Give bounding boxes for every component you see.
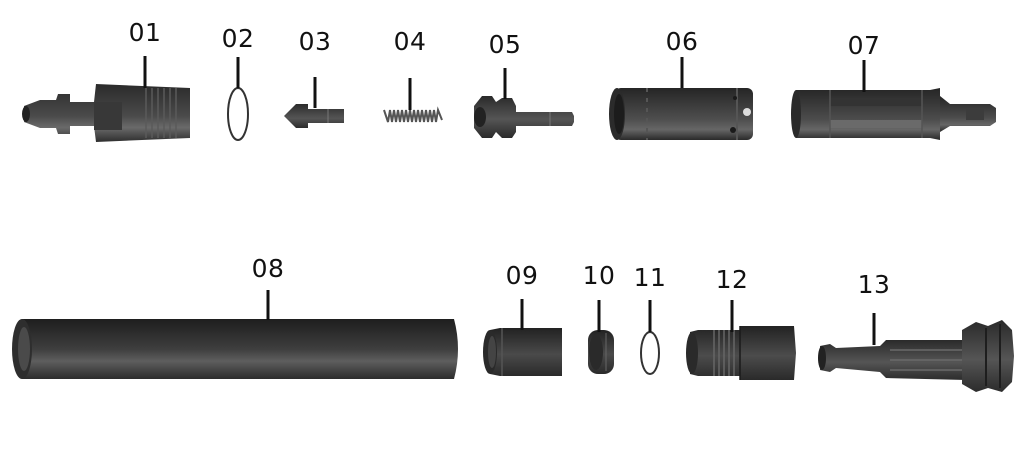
leader-line-11: [648, 300, 652, 332]
leader-line-03: [313, 77, 317, 108]
leader-line-06: [680, 57, 684, 88]
part-07-piston: [790, 86, 1002, 142]
check-valve-shape-icon: [284, 104, 344, 128]
part-13-drill-bit: [816, 316, 1016, 396]
part-label-06: 06: [665, 27, 699, 56]
part-label-01: 01: [128, 18, 162, 47]
guide-sleeve-shape-icon: [483, 328, 562, 376]
part-01-backhead: [18, 80, 198, 146]
part-11-o-ring: [638, 330, 662, 376]
part-label-05: 05: [488, 30, 522, 59]
leader-line-07: [862, 60, 866, 92]
part-label-02: 02: [221, 24, 255, 53]
o-ring-shape-icon: [227, 87, 249, 141]
leader-line-09: [520, 299, 524, 330]
air-distributor-shape-icon: [474, 96, 574, 138]
part-label-12: 12: [715, 265, 749, 294]
retaining-ring-shape-icon: [588, 330, 614, 374]
inner-cylinder-shape-icon: [609, 88, 753, 140]
part-label-04: 04: [393, 27, 427, 56]
o-ring-shape-icon: [640, 331, 660, 375]
part-label-03: 03: [298, 27, 332, 56]
part-label-07: 07: [847, 31, 881, 60]
part-label-08: 08: [251, 254, 285, 283]
spring-shape-icon: [383, 106, 443, 123]
leader-line-01: [143, 56, 147, 88]
part-06-inner-cylinder: [607, 86, 755, 142]
outer-cylinder-shape-icon: [12, 319, 458, 379]
piston-shape-icon: [791, 88, 996, 140]
part-label-10: 10: [582, 261, 616, 290]
drill-bit-shape-icon: [818, 320, 1014, 392]
part-02-o-ring: [224, 86, 252, 142]
part-12-chuck: [684, 324, 798, 382]
part-08-outer-cylinder: [10, 318, 460, 380]
part-09-guide-sleeve: [482, 327, 564, 377]
backhead-shape-icon: [22, 84, 190, 142]
leader-line-12: [730, 300, 734, 332]
leader-line-04: [408, 78, 412, 110]
part-05-air-distributor: [470, 92, 576, 142]
part-04-spring: [382, 106, 444, 126]
part-label-13: 13: [857, 270, 891, 299]
part-label-11: 11: [633, 263, 667, 292]
part-label-09: 09: [505, 261, 539, 290]
part-10-retaining-ring: [584, 329, 616, 375]
chuck-shape-icon: [686, 326, 796, 380]
leader-line-10: [597, 300, 601, 332]
leader-line-13: [872, 313, 876, 345]
leader-line-08: [266, 290, 270, 320]
part-03-check-valve: [282, 100, 346, 132]
leader-line-02: [236, 57, 240, 88]
leader-line-05: [503, 68, 507, 99]
